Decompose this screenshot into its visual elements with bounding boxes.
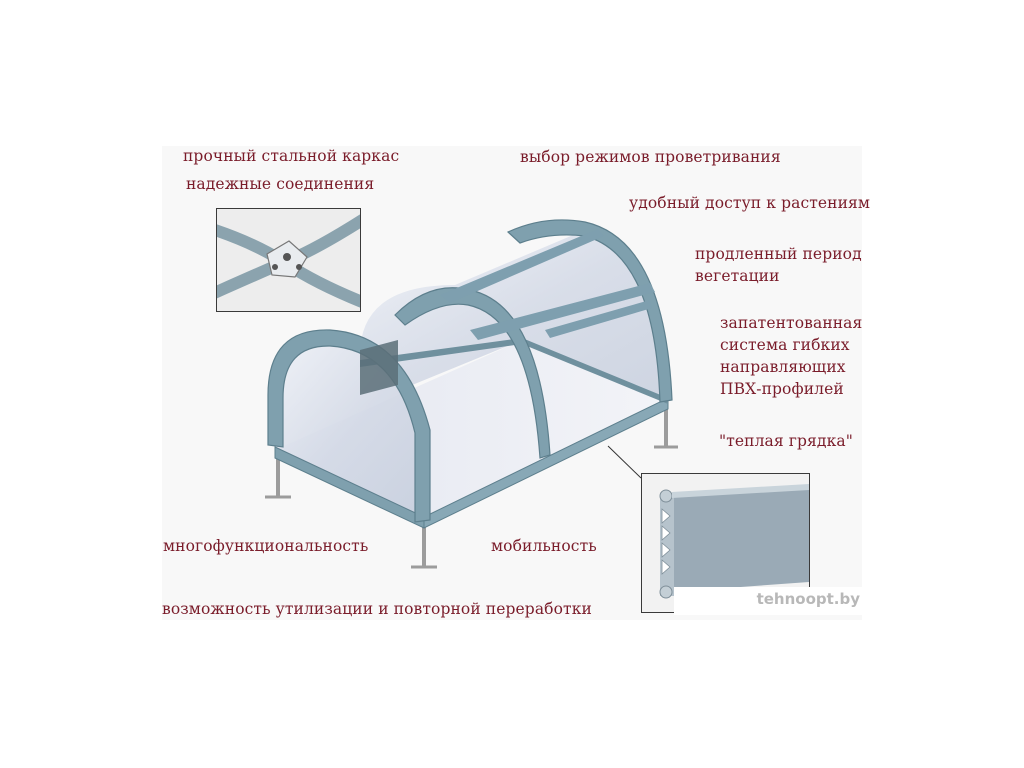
caption-plant-access: удобный доступ к растениям <box>629 194 871 212</box>
caption-multifunctionality: многофункциональность <box>163 537 369 555</box>
watermark: tehnoopt.by <box>674 587 864 615</box>
watermark-text: tehnoopt.by <box>756 590 860 608</box>
caption-ventilation-modes: выбор режимов проветривания <box>520 148 781 166</box>
caption-mobility: мобильность <box>491 537 597 555</box>
pvc-profile-illustration <box>659 484 809 599</box>
joint-detail-inset <box>216 208 361 312</box>
cross-joint-illustration <box>217 214 360 308</box>
caption-warm-bed: "теплая грядка" <box>719 432 853 450</box>
caption-reliable-joints: надежные соединения <box>186 175 375 193</box>
caption-recycling: возможность утилизации и повторной перер… <box>162 600 592 618</box>
caption-strong-frame: прочный стальной каркас <box>183 147 400 165</box>
caption-patented-system: запатентованная система гибких направляю… <box>720 314 863 398</box>
caption-extended-period: продленный период вегетации <box>695 245 862 285</box>
